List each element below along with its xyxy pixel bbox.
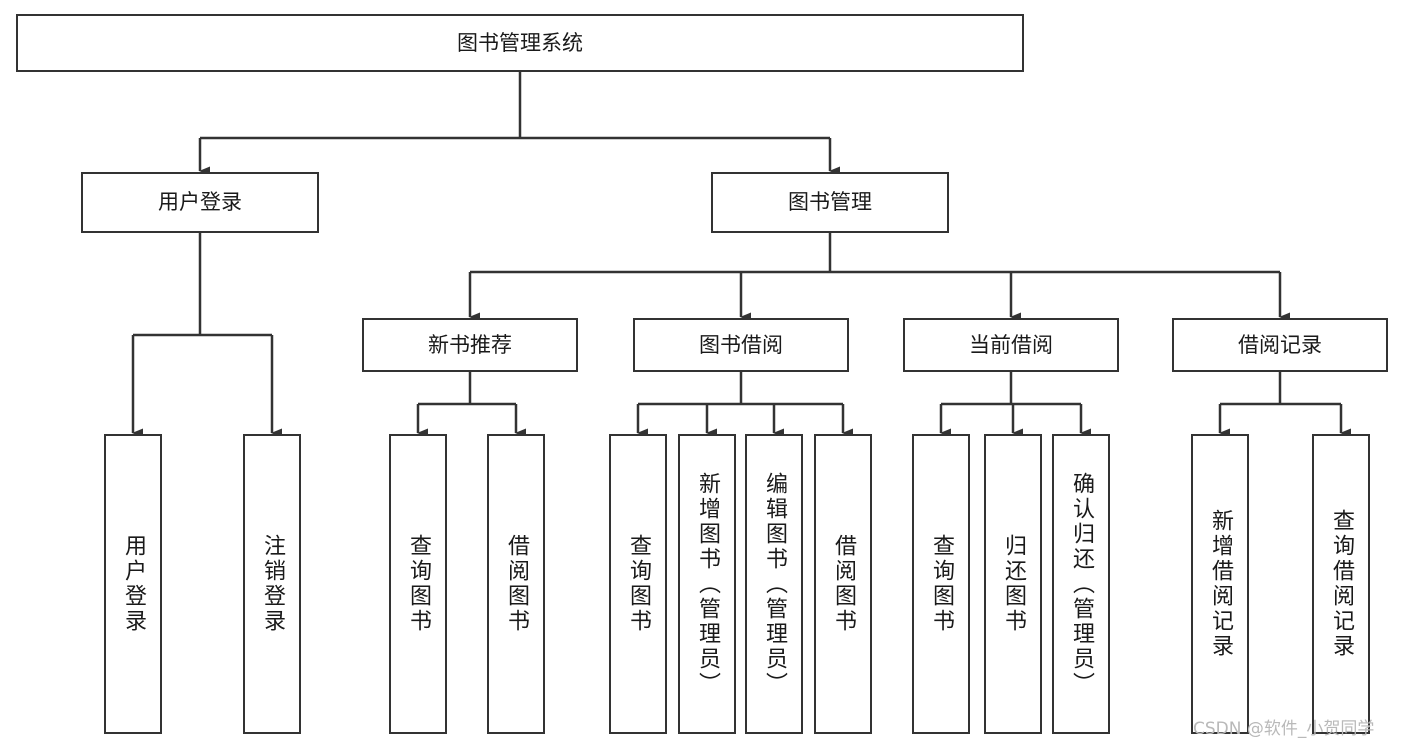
node-leaf-query-book-3: 查询图书 (912, 434, 970, 734)
node-leaf-query-book-1: 查询图书 (389, 434, 447, 734)
node-label: 图书管理 (788, 190, 872, 215)
node-label: 图书借阅 (699, 332, 783, 357)
node-label: 用户登录 (121, 534, 146, 634)
node-root: 图书管理系统 (16, 14, 1024, 72)
node-leaf-add-borrow-record: 新增借阅记录 (1191, 434, 1249, 734)
node-label: 用户登录 (158, 190, 242, 215)
node-label: 新书推荐 (428, 332, 512, 357)
node-label: 当前借阅 (969, 332, 1053, 357)
node-label: 借阅图书 (504, 534, 529, 634)
node-label: 查询图书 (929, 534, 954, 634)
node-leaf-confirm-return: 确认归还（管理员） (1052, 434, 1110, 734)
node-leaf-borrow-book-2: 借阅图书 (814, 434, 872, 734)
node-leaf-borrow-book-1: 借阅图书 (487, 434, 545, 734)
node-label: 查询借阅记录 (1329, 509, 1354, 659)
node-book-borrow: 图书借阅 (633, 318, 849, 372)
node-new-book-recommend: 新书推荐 (362, 318, 578, 372)
node-leaf-add-book: 新增图书（管理员） (678, 434, 736, 734)
watermark: CSDN @软件_小贺同学 (1193, 719, 1375, 739)
node-user-login: 用户登录 (81, 172, 319, 233)
node-borrow-record: 借阅记录 (1172, 318, 1388, 372)
node-label: 借阅图书 (831, 534, 856, 634)
node-leaf-return-book: 归还图书 (984, 434, 1042, 734)
node-leaf-user-login: 用户登录 (104, 434, 162, 734)
edge-paths (131, 72, 1351, 438)
node-leaf-logout: 注销登录 (243, 434, 301, 734)
node-label: 注销登录 (260, 534, 285, 634)
node-label: 新增借阅记录 (1208, 509, 1233, 659)
node-label: 归还图书 (1001, 534, 1026, 634)
node-label: 借阅记录 (1238, 332, 1322, 357)
node-label: 图书管理系统 (457, 30, 583, 55)
node-current-borrow: 当前借阅 (903, 318, 1119, 372)
node-label: 查询图书 (626, 534, 651, 634)
node-label: 确认归还（管理员） (1069, 471, 1094, 697)
node-leaf-query-borrow-record: 查询借阅记录 (1312, 434, 1370, 734)
node-label: 新增图书（管理员） (695, 471, 720, 697)
node-label: 查询图书 (406, 534, 431, 634)
node-leaf-query-book-2: 查询图书 (609, 434, 667, 734)
node-book-manage: 图书管理 (711, 172, 949, 233)
node-leaf-edit-book: 编辑图书（管理员） (745, 434, 803, 734)
node-label: 编辑图书（管理员） (762, 471, 787, 697)
